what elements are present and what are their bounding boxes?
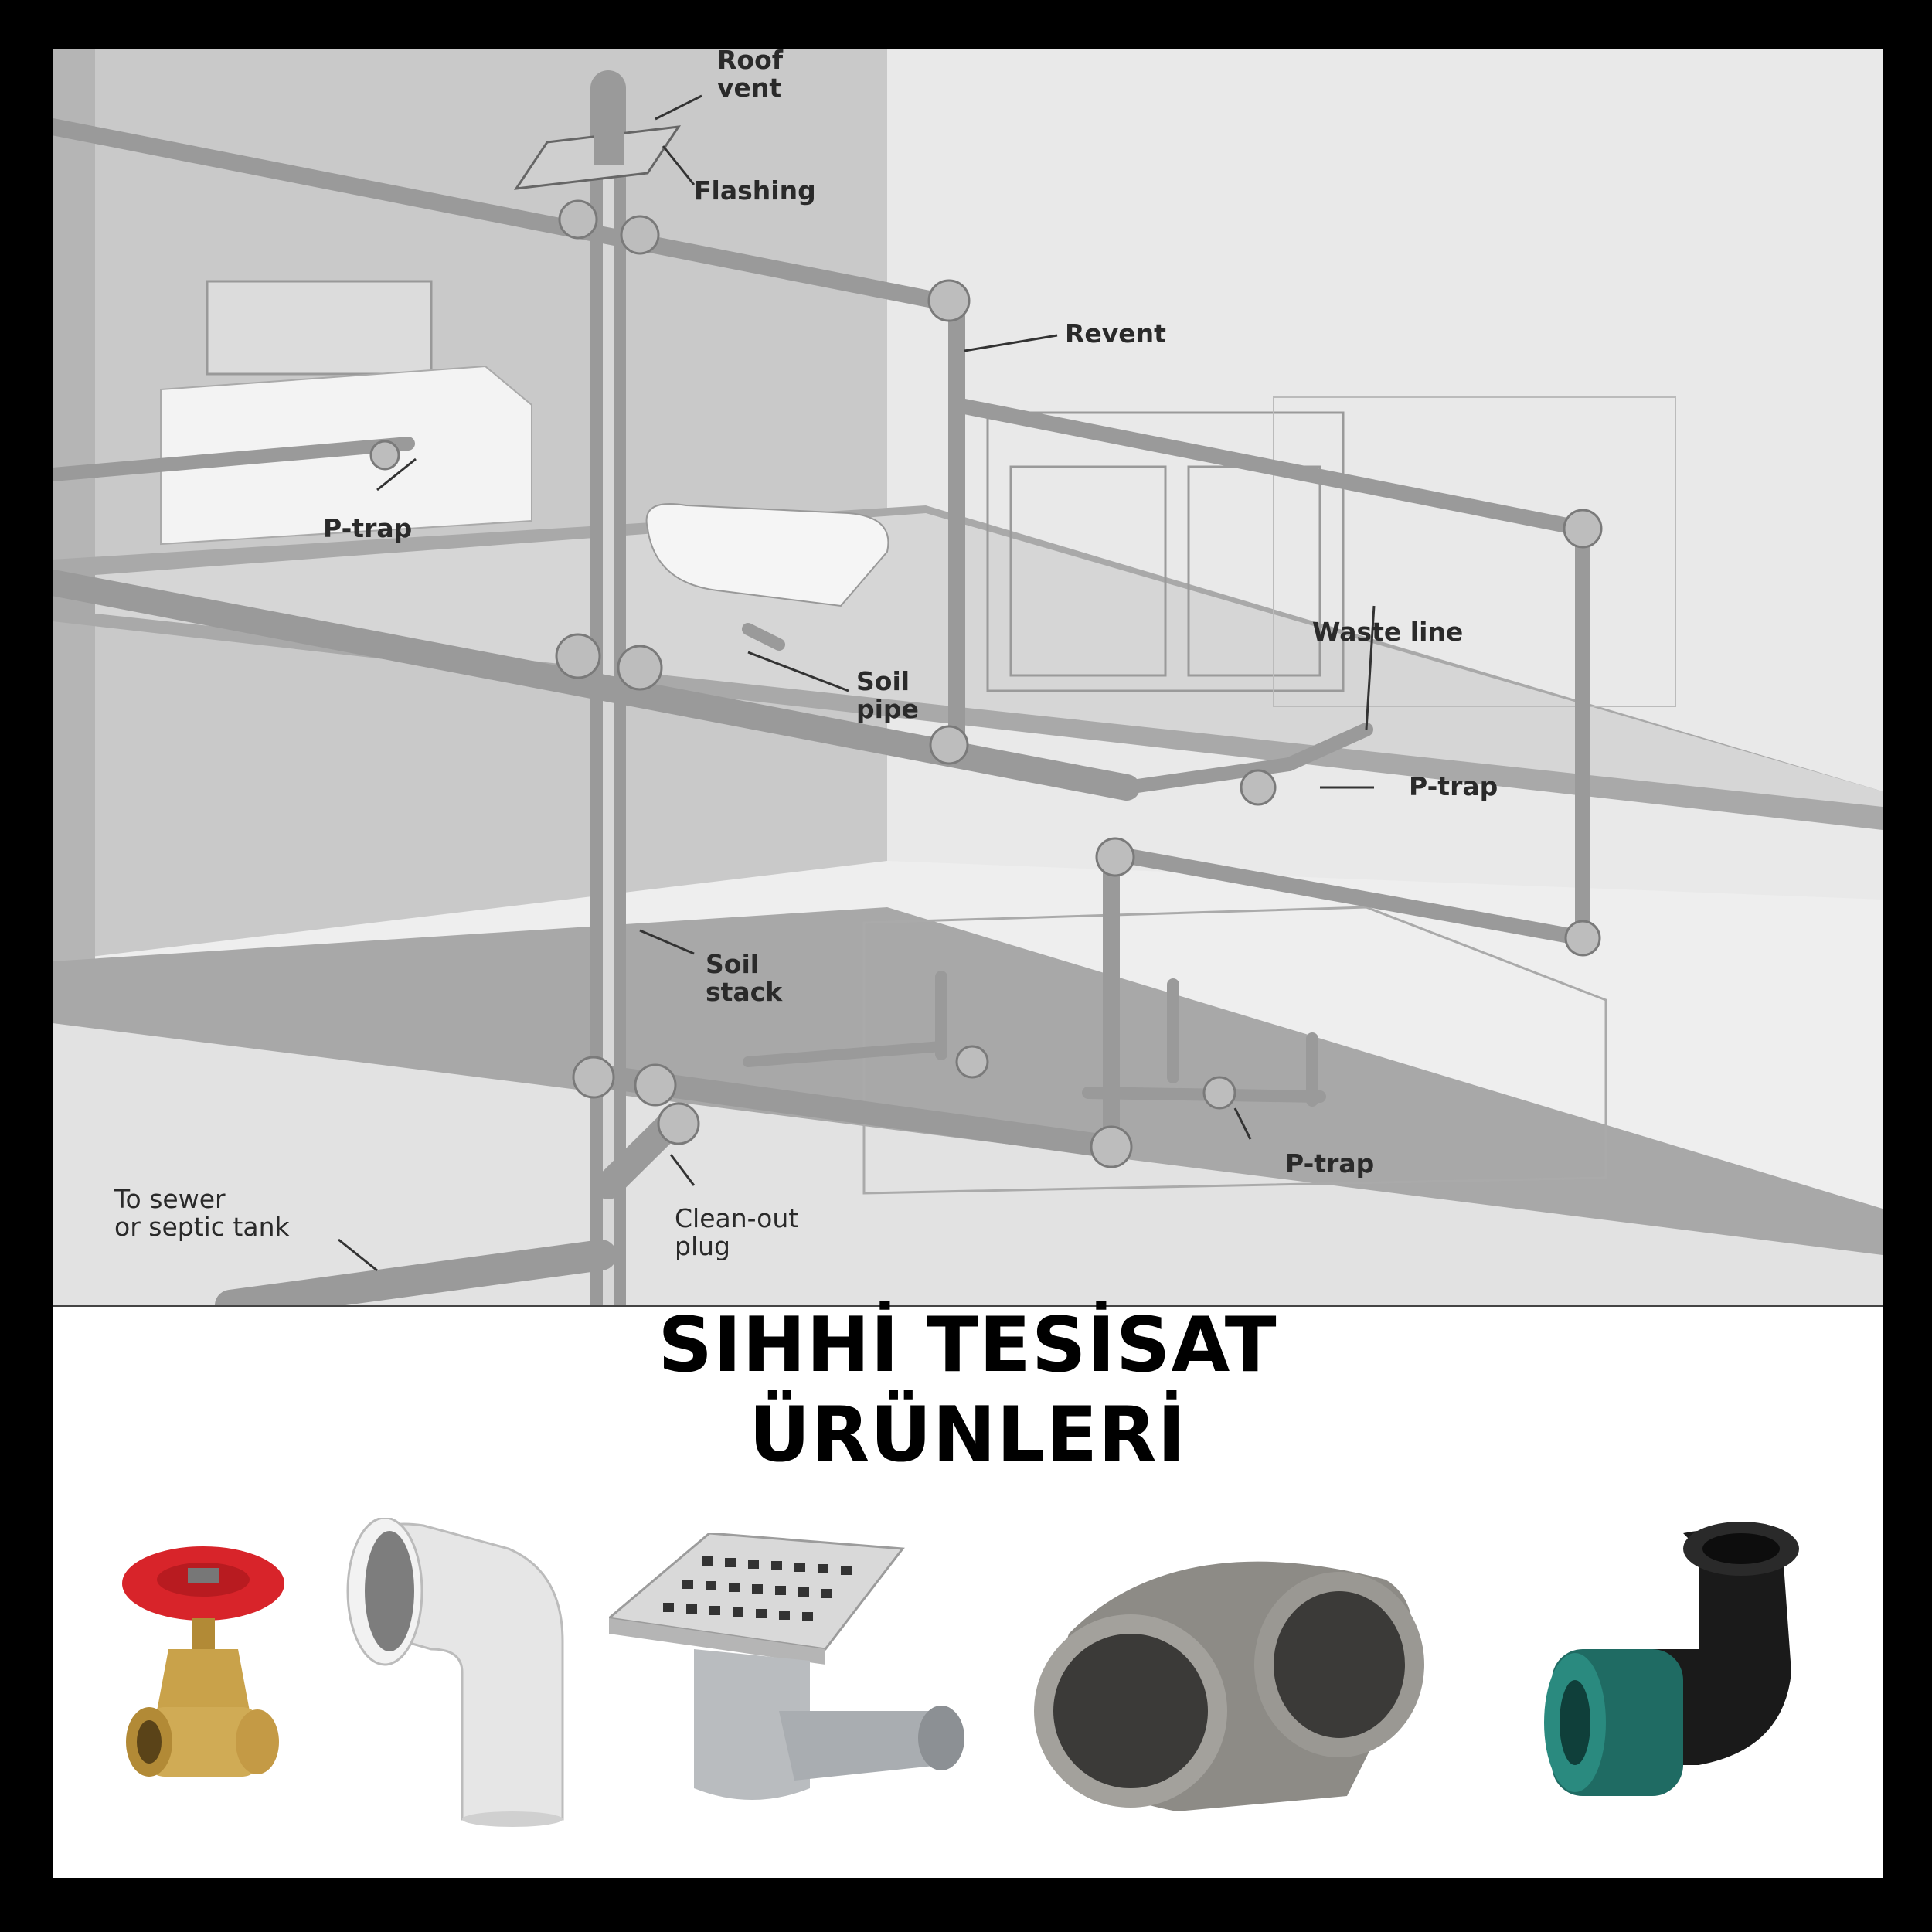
label-clean-out-plug: Clean-out plug bbox=[675, 1203, 799, 1261]
label-p-trap-lower: P-trap bbox=[1285, 1148, 1375, 1179]
label-soil-pipe: Soil pipe bbox=[856, 666, 919, 724]
pvc-elbow-image bbox=[346, 1518, 564, 1827]
heading-line-2: ÜRÜNLERİ bbox=[749, 1391, 1186, 1479]
label-p-trap-upper: P-trap bbox=[323, 513, 413, 543]
floor-drain-image bbox=[609, 1533, 964, 1800]
diagram-illustration bbox=[53, 49, 1883, 1305]
poster-frame: Roof vent Flashing Revent P-trap Soil pi… bbox=[53, 49, 1883, 1878]
cast-iron-elbow-image bbox=[1034, 1561, 1424, 1811]
gate-valve-image bbox=[122, 1546, 284, 1777]
label-soil-stack: Soil stack bbox=[706, 949, 783, 1007]
label-flashing: Flashing bbox=[694, 175, 816, 206]
label-waste-line: Waste line bbox=[1312, 617, 1464, 647]
heading-line-1: SIHHİ TESİSAT bbox=[658, 1301, 1277, 1389]
plumbing-diagram: Roof vent Flashing Revent P-trap Soil pi… bbox=[53, 49, 1883, 1305]
label-to-sewer: To sewer or septic tank bbox=[114, 1184, 290, 1242]
product-row bbox=[53, 1518, 1883, 1842]
compression-elbow-image bbox=[1544, 1522, 1799, 1796]
label-roof-vent: Roof vent bbox=[717, 49, 784, 103]
label-revent: Revent bbox=[1065, 318, 1166, 349]
divider bbox=[53, 1305, 1883, 1307]
label-p-trap-right: P-trap bbox=[1409, 771, 1498, 801]
